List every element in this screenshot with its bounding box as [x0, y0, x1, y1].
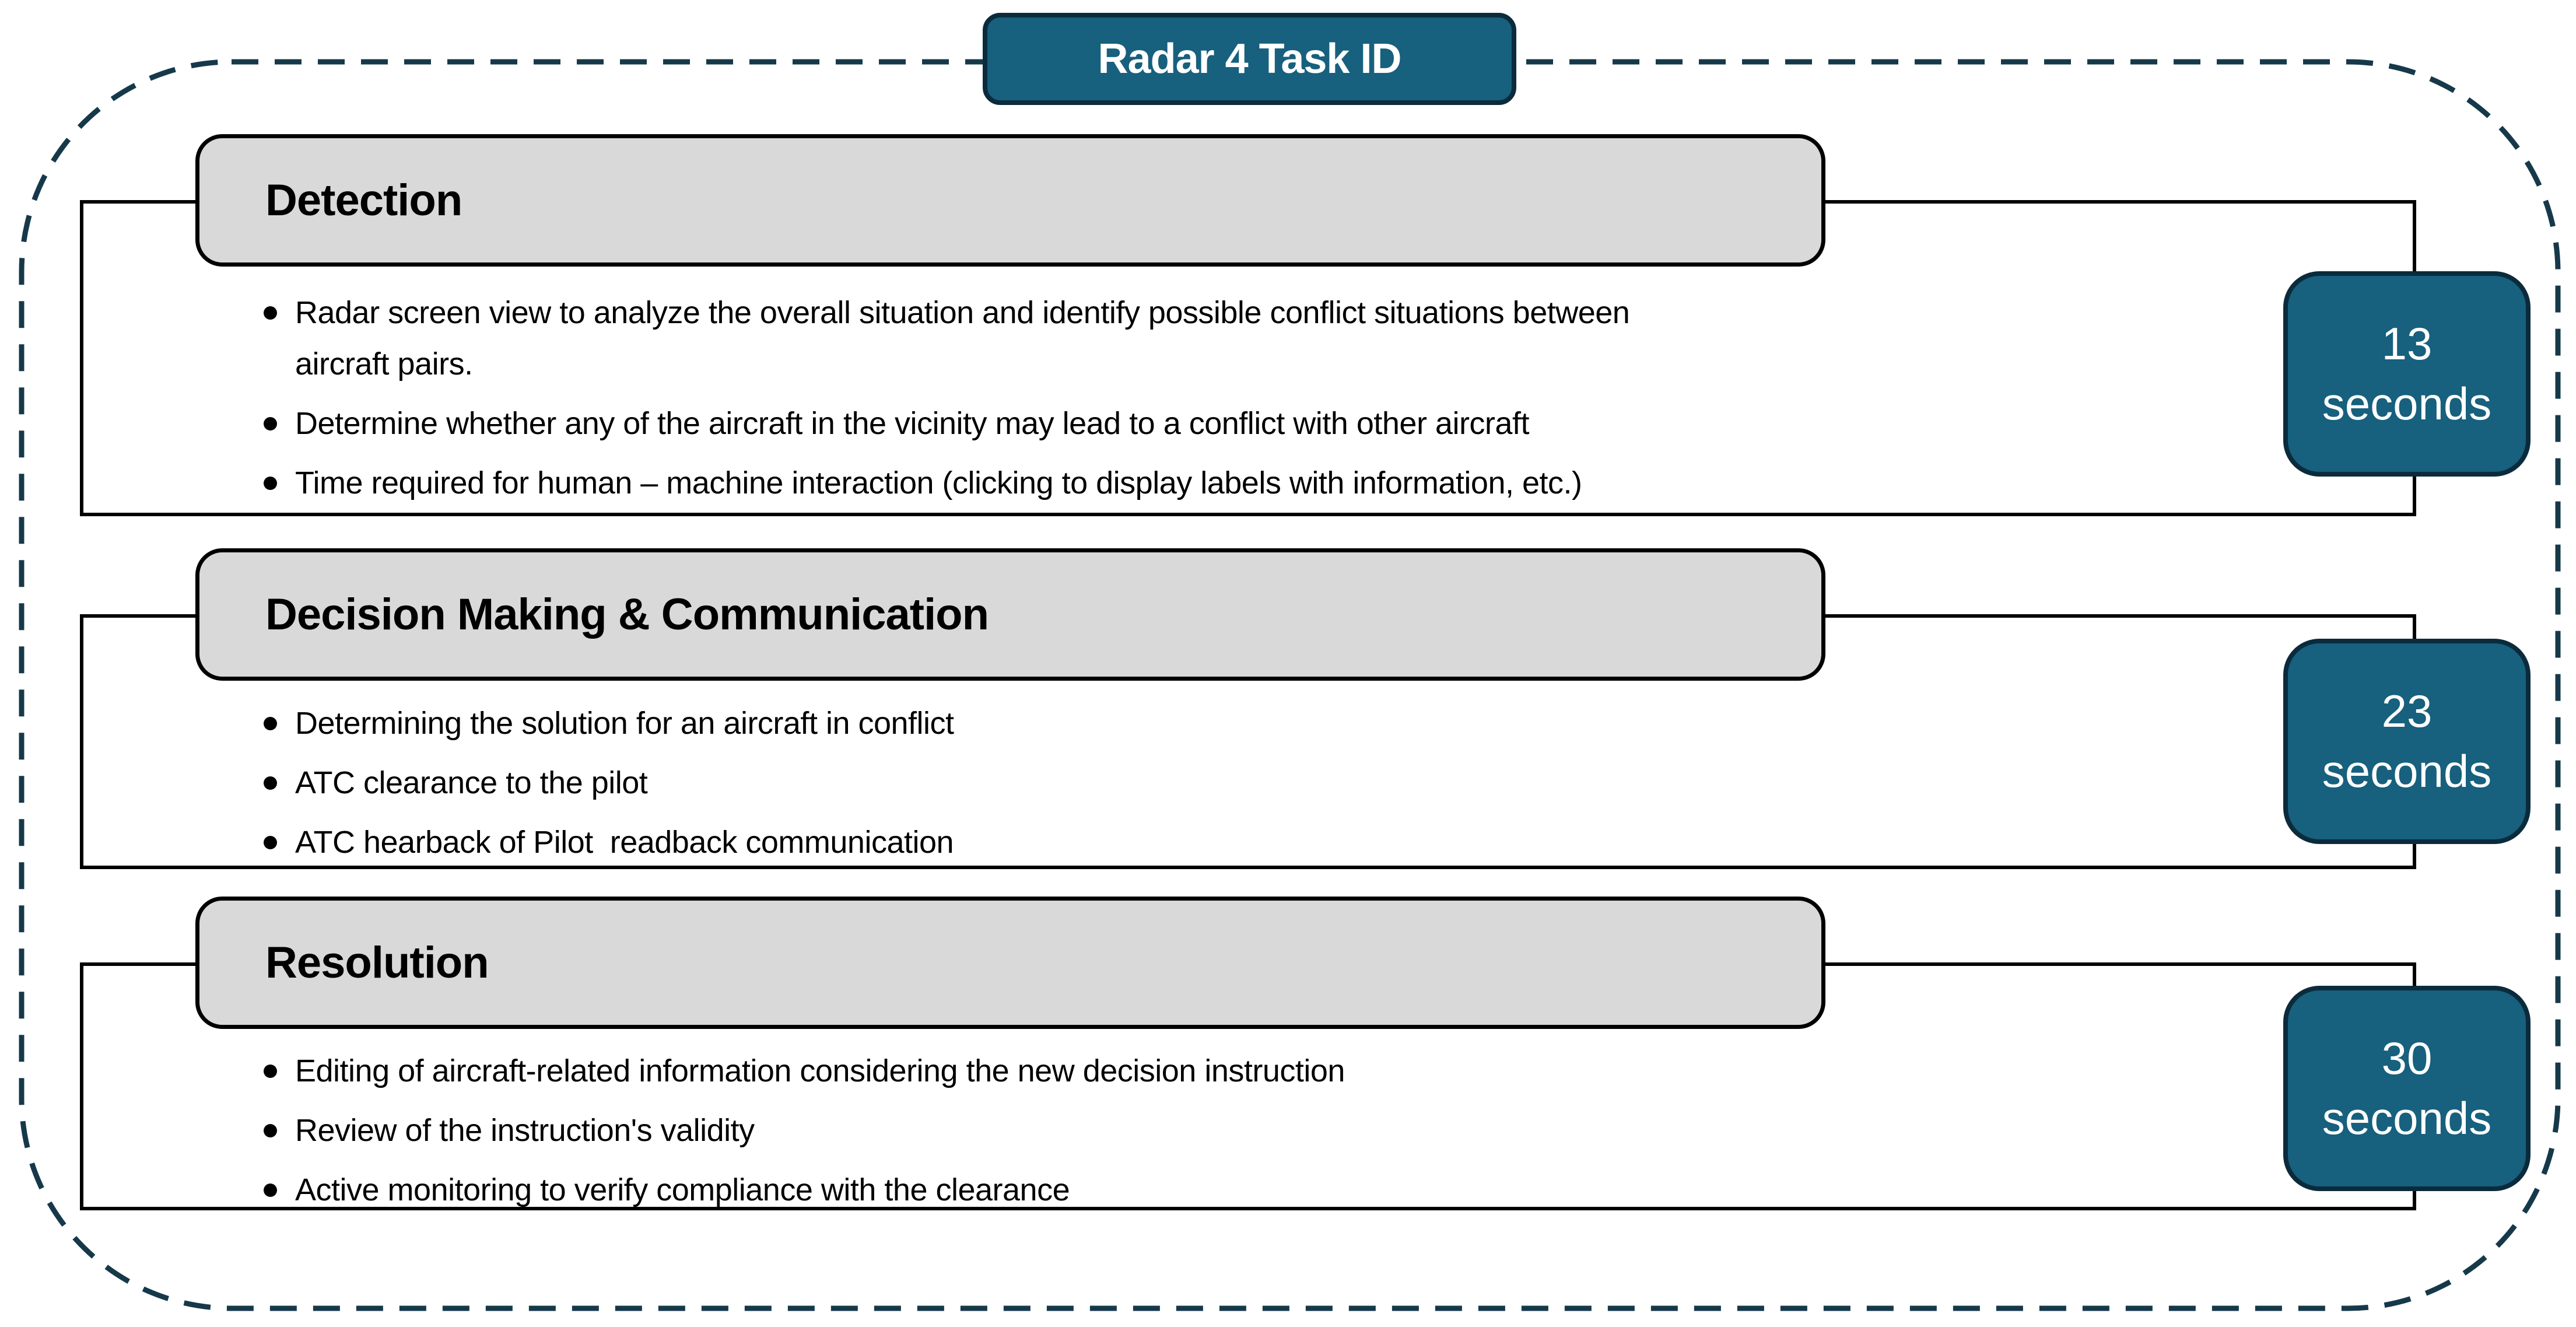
bullet-item: ATC hearback of Pilot readback communica… — [264, 817, 2208, 868]
bullet-dot-icon — [264, 717, 277, 730]
bullet-text: Active monitoring to verify compliance w… — [295, 1172, 1070, 1207]
decision-heading-label: Decision Making & Communication — [265, 590, 989, 639]
detection-bullet-list: Radar screen view to analyze the overall… — [262, 287, 2208, 517]
bullet-text: Determine whether any of the aircraft in… — [295, 406, 1529, 441]
duration-value: 30 — [2381, 1032, 2433, 1084]
bullet-dot-icon — [264, 776, 277, 790]
bullet-item: Review of the instruction's validity — [264, 1105, 2208, 1156]
bullet-item: ATC clearance to the pilot — [264, 757, 2208, 808]
diagram-title-box: Radar 4 Task ID — [983, 13, 1516, 105]
decision-header: Decision Making & Communication — [195, 548, 1825, 681]
bullet-text: ATC hearback of Pilot readback communica… — [295, 825, 954, 860]
bullet-dot-icon — [264, 1184, 277, 1197]
detection-header: Detection — [195, 134, 1825, 267]
bullet-dot-icon — [264, 836, 277, 849]
bullet-text: Editing of aircraft-related information … — [295, 1053, 1345, 1088]
duration-value: 23 — [2381, 685, 2433, 737]
bullet-item: Editing of aircraft-related information … — [264, 1045, 2208, 1097]
resolution-header: Resolution — [195, 897, 1825, 1029]
resolution-heading-label: Resolution — [265, 938, 489, 988]
bullet-dot-icon — [264, 1065, 277, 1078]
bullet-dot-icon — [264, 1124, 277, 1137]
decision-duration-badge: 23 seconds — [2283, 639, 2531, 844]
bullet-item: Radar screen view to analyze the overall… — [264, 287, 2208, 390]
diagram-title: Radar 4 Task ID — [1098, 36, 1402, 82]
duration-value: 13 — [2381, 318, 2433, 370]
bullet-dot-icon — [264, 306, 277, 320]
bullet-text: ATC clearance to the pilot — [295, 765, 648, 800]
detection-heading-label: Detection — [265, 176, 462, 225]
resolution-bullet-list: Editing of aircraft-related information … — [262, 1045, 2208, 1224]
decision-bullet-list: Determining the solution for an aircraft… — [262, 698, 2208, 876]
bullet-item: Time required for human – machine intera… — [264, 457, 2208, 509]
duration-unit: seconds — [2322, 378, 2492, 429]
bullet-text: Determining the solution for an aircraft… — [295, 706, 954, 741]
bullet-text: Review of the instruction's validity — [295, 1113, 755, 1148]
resolution-duration-badge: 30 seconds — [2283, 986, 2531, 1191]
bullet-text: Time required for human – machine intera… — [295, 465, 1582, 500]
bullet-item: Determining the solution for an aircraft… — [264, 698, 2208, 749]
detection-duration-badge: 13 seconds — [2283, 271, 2531, 477]
bullet-dot-icon — [264, 417, 277, 430]
duration-unit: seconds — [2322, 745, 2492, 797]
bullet-dot-icon — [264, 477, 277, 490]
bullet-text: Radar screen view to analyze the overall… — [295, 295, 1630, 381]
duration-unit: seconds — [2322, 1093, 2492, 1144]
bullet-item: Determine whether any of the aircraft in… — [264, 398, 2208, 449]
bullet-item: Active monitoring to verify compliance w… — [264, 1164, 2208, 1216]
